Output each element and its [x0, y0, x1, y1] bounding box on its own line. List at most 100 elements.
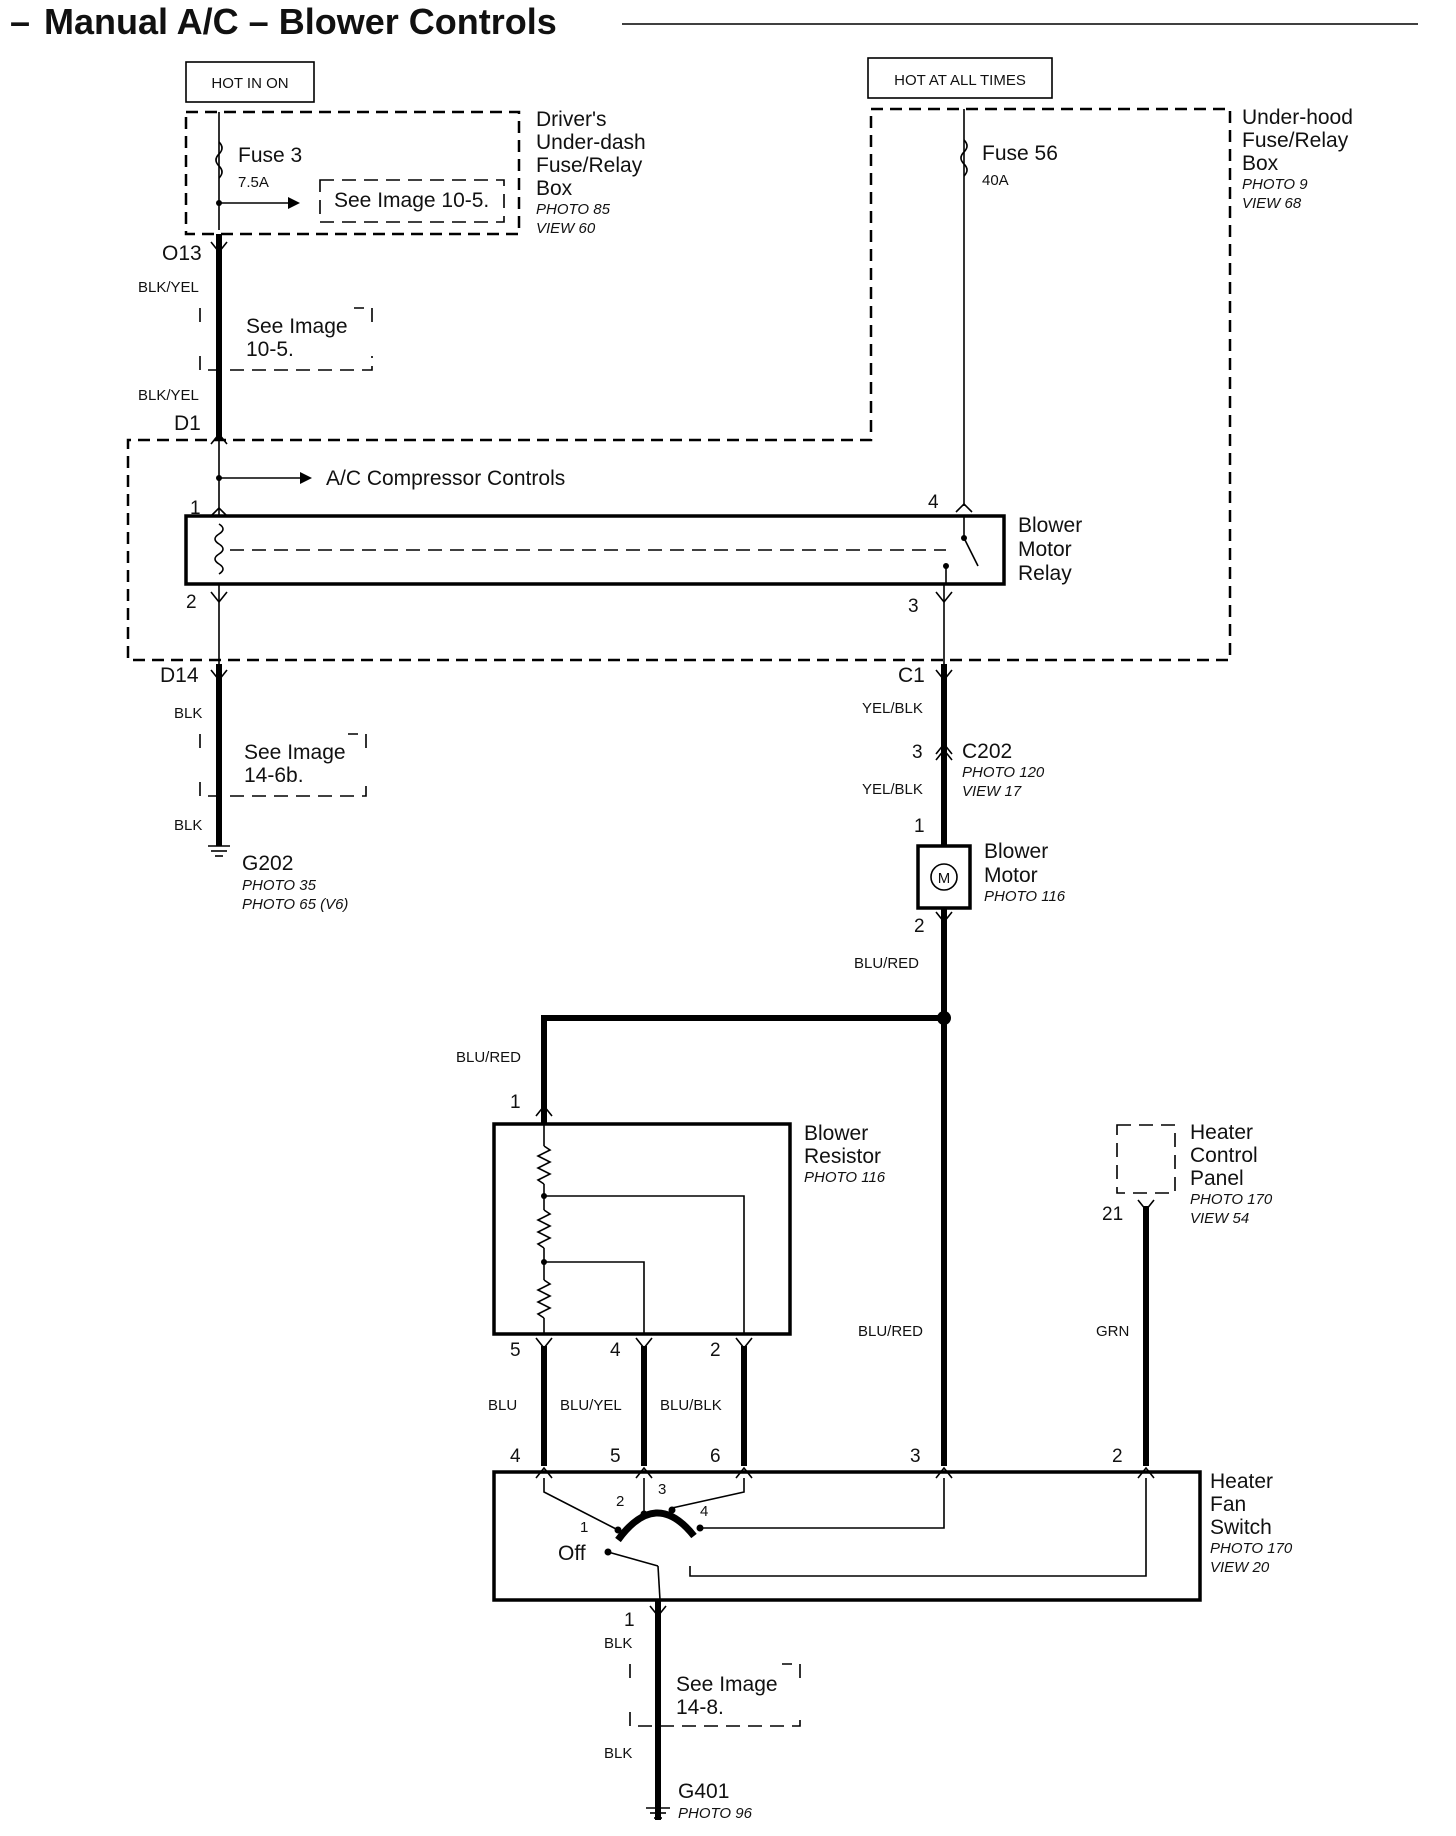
- resistor-label-2: Resistor: [804, 1145, 881, 1168]
- see-image-10-5-box: [199, 307, 373, 371]
- g401-label: G401: [678, 1780, 729, 1803]
- blower-motor-photo: PHOTO 116: [984, 888, 1066, 905]
- drivers-box-label-2: Under-dash: [536, 131, 646, 154]
- g401-photo: PHOTO 96: [678, 1805, 753, 1822]
- blower-motor-relay-box: [184, 514, 1006, 586]
- switch-pos-2: 2: [616, 1493, 624, 1510]
- relay-label-1: Blower: [1018, 514, 1082, 537]
- resistor-pin-2: 2: [710, 1340, 721, 1361]
- resistor-label-1: Blower: [804, 1122, 868, 1145]
- switch-pin-2: 2: [1112, 1446, 1123, 1467]
- wire-label-blk-4: BLK: [604, 1745, 632, 1762]
- switch-pos-3: 3: [658, 1481, 666, 1498]
- wire-label-blu-red-1: BLU/RED: [854, 955, 919, 972]
- fuse56-rating: 40A: [982, 172, 1009, 189]
- relay-switch-blade: [963, 537, 979, 567]
- connector-o13: O13: [162, 242, 202, 265]
- switch-contact-3: [668, 1506, 676, 1514]
- fuse56-symbol: [960, 139, 968, 177]
- drivers-box-label-4: Box: [536, 177, 573, 200]
- fuse3-arrow-head: [288, 197, 300, 209]
- wire-label-blk-1: BLK: [174, 705, 202, 722]
- switch-contact-2: [640, 1510, 648, 1518]
- switch-internal-pos1-wire: [543, 1478, 619, 1531]
- connector-c1: C1: [898, 664, 925, 687]
- relay-pin-3: 3: [908, 596, 919, 617]
- fan-switch-label-2: Fan: [1210, 1493, 1246, 1516]
- switch-internal-pos3-wire: [671, 1478, 745, 1509]
- c202-view: VIEW 17: [962, 783, 1022, 800]
- resistor-pin-1: 1: [510, 1092, 521, 1113]
- title-dash: –: [10, 1, 30, 42]
- heater-fan-switch-box: [492, 1470, 1202, 1602]
- switch-contact-1: [614, 1526, 622, 1534]
- resistor-tap-2-wire: [544, 1195, 745, 1334]
- fuse3-rating: 7.5A: [238, 174, 269, 191]
- underhood-box-label-1: Under-hood: [1242, 106, 1353, 129]
- see-image-14-8-box: [629, 1663, 801, 1727]
- connector-d1-symbol: [210, 432, 228, 445]
- switch-pin-6: 6: [710, 1446, 721, 1467]
- c202-symbol-lower: [935, 748, 953, 761]
- see-image-14-6b-line2: 14-6b.: [244, 764, 304, 787]
- wire-label-blu-red-2: BLU/RED: [456, 1049, 521, 1066]
- drivers-box-photo: PHOTO 85: [536, 201, 611, 218]
- heater-control-panel-box: [1116, 1124, 1176, 1194]
- underhood-box-photo: PHOTO 9: [1242, 176, 1308, 193]
- switch-pin-1: 1: [624, 1610, 635, 1631]
- see-image-14-8-line2: 14-8.: [676, 1696, 724, 1719]
- switch-contact-4: [696, 1524, 704, 1532]
- connector-d14: D14: [160, 664, 199, 687]
- motor-pin-2: 2: [914, 916, 925, 937]
- connector-d1: D1: [174, 412, 201, 435]
- fan-switch-view: VIEW 20: [1210, 1559, 1270, 1576]
- wire-label-blu-red-3: BLU/RED: [858, 1323, 923, 1340]
- wire-label-blu: BLU: [488, 1397, 517, 1414]
- resistor-pin-5: 5: [510, 1340, 521, 1361]
- page-title: Manual A/C – Blower Controls: [44, 1, 557, 42]
- wire-label-grn: GRN: [1096, 1323, 1129, 1340]
- switch-wiper-arc: [615, 1509, 697, 1543]
- underhood-box-label-3: Box: [1242, 152, 1279, 175]
- resistor-pin-4: 4: [610, 1340, 621, 1361]
- see-image-14-8-line1: See Image: [676, 1673, 778, 1696]
- wire-label-yel-blk-1: YEL/BLK: [862, 700, 923, 717]
- wire-label-blk-yel-2: BLK/YEL: [138, 387, 199, 404]
- wire-label-blk-yel-1: BLK/YEL: [138, 279, 199, 296]
- switch-pin-4: 4: [510, 1446, 521, 1467]
- see-image-10-5-line2: 10-5.: [246, 338, 294, 361]
- drivers-box-label-3: Fuse/Relay: [536, 154, 643, 177]
- g202-photo-1: PHOTO 35: [242, 877, 317, 894]
- switch-common-link: [607, 1551, 659, 1567]
- see-image-14-6b-box: [199, 733, 367, 797]
- relay-label-3: Relay: [1018, 562, 1072, 585]
- wire-blu-red-branch: [541, 1015, 944, 1124]
- c202-symbol-upper: [935, 742, 953, 755]
- switch-pin-3-symbol: [935, 1466, 953, 1479]
- fan-switch-label-3: Switch: [1210, 1516, 1272, 1539]
- underhood-box-label-2: Fuse/Relay: [1242, 129, 1349, 152]
- blower-motor-label-2: Motor: [984, 864, 1038, 887]
- motor-pin-1: 1: [914, 816, 925, 837]
- hot-at-all-times-box: [867, 57, 1053, 99]
- switch-pin-5-symbol: [635, 1466, 653, 1479]
- relay-coil-symbol: [214, 523, 224, 575]
- c202-photo: PHOTO 120: [962, 764, 1045, 781]
- resistor-element-3: [536, 1279, 552, 1319]
- switch-pin-6-symbol: [735, 1466, 753, 1479]
- relay-pin-1-symbol: [210, 506, 228, 517]
- relay-pin-2: 2: [186, 592, 197, 613]
- switch-internal-pos4-wire: [700, 1478, 945, 1529]
- underhood-box-view: VIEW 68: [1242, 195, 1302, 212]
- relay-pin-4-symbol: [955, 502, 973, 513]
- fan-switch-photo: PHOTO 170: [1210, 1540, 1293, 1557]
- switch-off-label: Off: [558, 1542, 586, 1565]
- resistor-tap-4-wire: [544, 1261, 645, 1334]
- hot-in-on-label: HOT IN ON: [211, 75, 288, 92]
- underhood-fuse-box-outline: [126, 107, 1232, 662]
- heater-panel-pin-21: 21: [1102, 1204, 1123, 1225]
- switch-pin-2-symbol: [1137, 1466, 1155, 1479]
- heater-panel-label-3: Panel: [1190, 1167, 1244, 1190]
- see-image-10-5-inline: See Image 10-5.: [334, 189, 489, 212]
- blower-motor-label-1: Blower: [984, 840, 1048, 863]
